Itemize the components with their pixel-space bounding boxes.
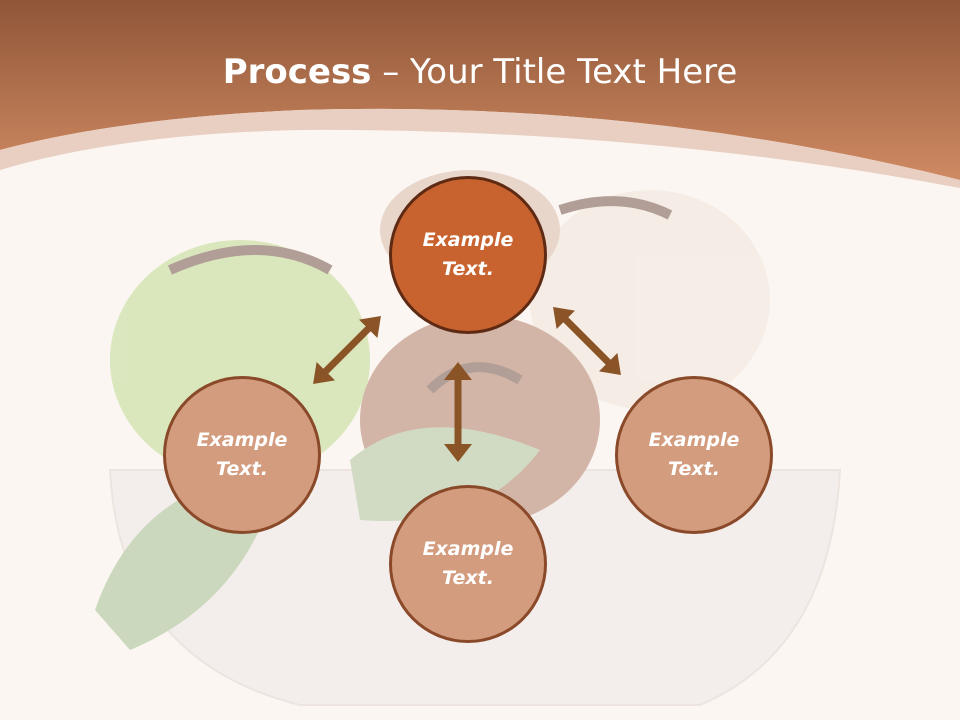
double-arrow-icon bbox=[313, 307, 621, 462]
node-top: Example Text. bbox=[389, 176, 547, 334]
node-top-label: Example Text. bbox=[422, 229, 514, 280]
node-bottom-label: Example Text. bbox=[422, 538, 514, 589]
node-left-label: Example Text. bbox=[196, 429, 288, 480]
title-bold: Process bbox=[222, 52, 372, 92]
node-right: Example Text. bbox=[615, 376, 773, 534]
node-left: Example Text. bbox=[163, 376, 321, 534]
node-right-label: Example Text. bbox=[648, 429, 740, 480]
slide-title: Process – Your Title Text Here bbox=[0, 52, 960, 92]
header-band bbox=[0, 0, 960, 180]
header-swoosh bbox=[0, 108, 960, 188]
node-bottom: Example Text. bbox=[389, 485, 547, 643]
ice-cream-illustration bbox=[95, 170, 842, 706]
title-rest: – Your Title Text Here bbox=[371, 52, 738, 92]
